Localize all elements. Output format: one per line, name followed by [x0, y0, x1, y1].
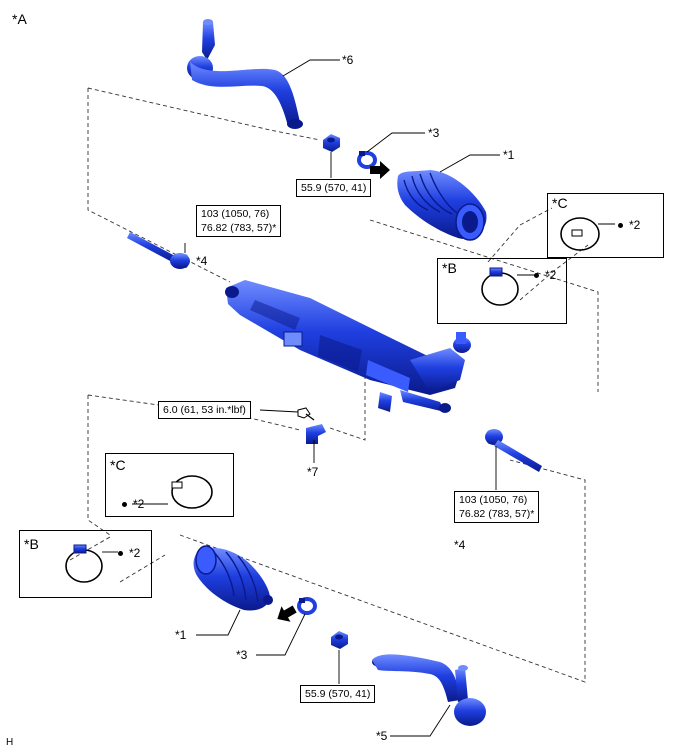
corner-code: H — [6, 737, 14, 748]
clip-c-lower — [171, 475, 213, 509]
torque-nut-upper-value: 55.9 (570, 41) — [301, 182, 367, 194]
new-part-dot-icon — [534, 273, 539, 279]
arrow-upper — [370, 161, 390, 179]
tie-rod-lower — [485, 429, 542, 472]
boot-upper — [397, 170, 487, 241]
torque-box-tie-rod-lower: 103 (1050, 76) 76.82 (783, 57)* — [454, 491, 540, 523]
insert-b-upper-label: *B — [442, 260, 457, 276]
callout-3-lower: *3 — [236, 648, 248, 662]
nut-upper — [323, 134, 340, 152]
new-part-dot-icon — [122, 502, 127, 508]
leader-1-upper — [439, 154, 500, 173]
steering-gear-assembly — [225, 280, 471, 413]
callout-4-upper: *4 — [196, 254, 208, 268]
callout-1-lower: *1 — [175, 628, 187, 642]
leader-3-upper — [366, 132, 425, 153]
clamp-lower — [297, 597, 317, 615]
insert-b-lower-clip-label: *2 — [118, 547, 140, 560]
view-label: *A — [12, 11, 27, 27]
knuckle-arm-upper — [187, 19, 303, 129]
torque-tie-rod-lower-line1: 103 (1050, 76) — [459, 494, 528, 506]
torque-tie-rod-upper-line1: 103 (1050, 76) — [201, 208, 270, 220]
insert-c-upper: *C *2 — [547, 193, 664, 258]
callout-3-upper: *3 — [428, 126, 440, 140]
insert-b-c-guide-2 — [519, 244, 589, 301]
insert-c-upper-label: *C — [552, 195, 568, 211]
callout-2-c-lower: *2 — [133, 497, 145, 511]
boot-lower — [193, 545, 273, 611]
insert-c-lower-clip-label: *2 — [122, 498, 144, 511]
nut-lower — [331, 631, 348, 649]
torque-box-nut-upper: 55.9 (570, 41) — [296, 179, 372, 197]
insert-c-upper-clip-label: *2 — [618, 219, 640, 232]
leader-lines — [102, 59, 615, 737]
insert-b-upper-clip-label: *2 — [534, 269, 556, 282]
bracket — [306, 424, 326, 444]
clip-c-upper — [560, 217, 600, 251]
lower-insert-guide — [69, 536, 111, 561]
callout-7: *7 — [307, 465, 319, 479]
torque-box-bolt: 6.0 (61, 53 in.*lbf) — [158, 401, 251, 419]
leader-5 — [390, 704, 451, 737]
torque-nut-lower-value: 55.9 (570, 41) — [305, 688, 371, 700]
insert-b-c-guide — [487, 207, 553, 263]
torque-box-nut-lower: 55.9 (570, 41) — [300, 685, 376, 703]
new-part-dot-icon — [618, 223, 623, 229]
torque-box-tie-rod-upper: 103 (1050, 76) 76.82 (783, 57)* — [196, 205, 282, 237]
leader-6 — [282, 59, 340, 77]
arrow-lower — [277, 605, 297, 622]
callout-2-b-upper: *2 — [545, 268, 557, 282]
callout-5: *5 — [376, 729, 388, 743]
callout-1-upper: *1 — [503, 148, 515, 162]
torque-tie-rod-upper-line2: 76.82 (783, 57)* — [201, 222, 277, 234]
clip-b-upper — [481, 267, 519, 306]
leader-3-lower — [256, 613, 306, 656]
leader-bolt — [259, 409, 299, 413]
insert-b-lower-label: *B — [24, 536, 39, 552]
tie-rod-upper — [127, 232, 190, 269]
new-part-dot-icon — [118, 551, 123, 557]
callout-4-lower: *4 — [454, 538, 466, 552]
upper-right-guide — [369, 219, 599, 392]
torque-bolt-value: 6.0 (61, 53 in.*lbf) — [163, 404, 246, 416]
insert-c-lower: *C *2 — [105, 453, 234, 517]
clip-b-lower — [65, 544, 103, 583]
upper-guide — [87, 88, 231, 283]
knuckle-arm-lower — [372, 654, 486, 726]
insert-b-lower: *B *2 — [19, 530, 152, 598]
callout-2-b-lower: *2 — [129, 546, 141, 560]
bolt — [297, 407, 315, 421]
callout-2-c-upper: *2 — [629, 218, 641, 232]
insert-c-lower-label: *C — [110, 457, 126, 473]
lower-insert-guide-2 — [119, 554, 166, 583]
insert-b-upper: *B *2 — [437, 258, 567, 324]
leader-1-lower — [196, 609, 241, 636]
upper-guide-top — [87, 87, 321, 141]
torque-tie-rod-lower-line2: 76.82 (783, 57)* — [459, 508, 535, 520]
clamp-upper — [357, 151, 377, 169]
callout-6: *6 — [342, 53, 354, 67]
